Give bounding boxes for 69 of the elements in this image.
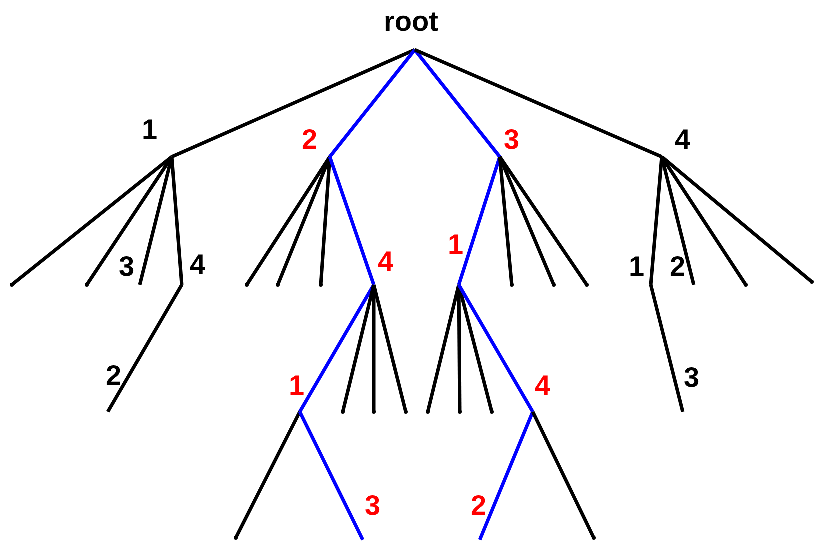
tree-edge bbox=[298, 411, 365, 541]
tree-edge bbox=[10, 156, 174, 286]
leaf-point bbox=[585, 283, 589, 287]
tree-edge bbox=[341, 284, 376, 412]
root-label: root bbox=[384, 8, 438, 36]
tree-edge bbox=[414, 48, 663, 159]
tree-edge bbox=[660, 156, 814, 284]
leaf-point bbox=[10, 283, 14, 287]
leaf-point bbox=[404, 410, 408, 414]
tree-edge bbox=[328, 156, 376, 286]
tree-edge bbox=[328, 48, 416, 158]
tree-edge bbox=[531, 411, 596, 539]
tree-edge bbox=[372, 285, 376, 412]
node-label: 3 bbox=[365, 492, 381, 520]
node-label: 4 bbox=[535, 372, 551, 400]
tree-edge bbox=[649, 156, 664, 286]
node-label: 1 bbox=[629, 253, 645, 281]
node-label: 4 bbox=[675, 126, 691, 154]
tree-edge bbox=[319, 156, 332, 286]
leaf-point bbox=[85, 283, 89, 287]
tree-edge bbox=[170, 156, 184, 286]
tree-edge bbox=[246, 156, 332, 286]
tree-edge bbox=[478, 411, 535, 541]
leaf-point bbox=[458, 410, 462, 414]
leaf-point bbox=[319, 283, 323, 287]
tree-edge bbox=[372, 284, 408, 412]
tree-edge bbox=[106, 284, 184, 413]
tree-edge bbox=[457, 284, 535, 413]
leaf-point bbox=[552, 283, 556, 287]
leaf-point bbox=[245, 283, 249, 287]
tree-edge bbox=[138, 156, 174, 286]
node-label: 2 bbox=[106, 362, 122, 390]
node-label: 4 bbox=[378, 248, 394, 276]
tree-edge bbox=[457, 284, 462, 412]
tree-edge bbox=[276, 156, 332, 286]
node-label: 2 bbox=[670, 253, 686, 281]
leaf-point bbox=[341, 410, 345, 414]
tree-edge bbox=[414, 48, 502, 158]
node-label: 3 bbox=[119, 253, 135, 281]
leaf-point bbox=[490, 410, 494, 414]
tree-edge bbox=[86, 156, 174, 286]
leaf-point bbox=[810, 280, 814, 284]
leaf-point bbox=[276, 283, 280, 287]
node-label: 2 bbox=[302, 126, 318, 154]
node-label: 1 bbox=[448, 231, 464, 259]
tree-edge bbox=[457, 284, 494, 412]
leaf-point bbox=[592, 536, 596, 540]
node-label: 3 bbox=[504, 126, 520, 154]
tree-edge bbox=[498, 156, 556, 286]
node-label: 2 bbox=[471, 492, 487, 520]
tree-edge bbox=[298, 284, 376, 413]
leaf-point bbox=[744, 283, 748, 287]
node-label: 1 bbox=[142, 116, 158, 144]
node-label: 1 bbox=[289, 372, 305, 400]
leaf-point bbox=[372, 410, 376, 414]
tree-edge bbox=[649, 284, 685, 412]
tree-edge bbox=[498, 156, 514, 286]
tree-edge bbox=[171, 48, 416, 159]
tree-edge bbox=[498, 156, 588, 286]
tree-edge bbox=[457, 156, 502, 286]
tree-edge bbox=[426, 284, 461, 412]
leaf-point bbox=[510, 283, 514, 287]
tree-edge bbox=[660, 156, 696, 286]
tree-edge bbox=[234, 411, 302, 539]
leaf-point bbox=[426, 410, 430, 414]
tree-edge bbox=[660, 156, 748, 286]
leaf-point bbox=[234, 536, 238, 540]
node-label: 3 bbox=[684, 364, 700, 392]
node-label: 4 bbox=[190, 251, 206, 279]
